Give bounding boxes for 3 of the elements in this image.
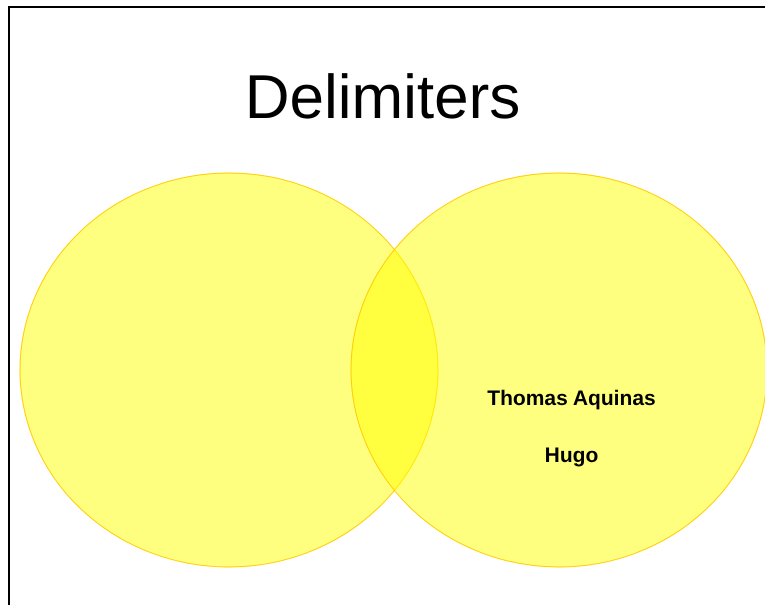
- name-label: Hugo: [544, 443, 598, 469]
- title: Delimiters: [244, 62, 522, 134]
- name-label: Thomas Aquinas: [487, 386, 656, 412]
